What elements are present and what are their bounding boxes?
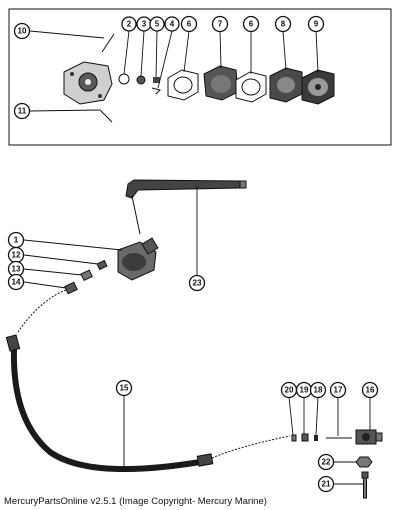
svg-text:15: 15	[120, 384, 129, 393]
svg-text:12: 12	[12, 251, 21, 260]
nut-part	[355, 456, 373, 468]
svg-text:20: 20	[285, 386, 294, 395]
callout-20: 20	[280, 381, 298, 399]
callout-14: 14	[7, 273, 25, 291]
callout-10: 10	[13, 22, 31, 40]
callout-18: 18	[309, 381, 327, 399]
svg-text:21: 21	[322, 480, 331, 489]
tube-part	[125, 179, 247, 235]
gasket-part	[167, 69, 199, 101]
fuel-line-2	[211, 435, 291, 459]
svg-text:6: 6	[249, 20, 254, 29]
callout-3: 3	[136, 16, 152, 32]
callout-15: 15	[115, 379, 133, 397]
pump-body-part	[117, 237, 159, 281]
svg-text:22: 22	[322, 458, 331, 467]
fitting-part-14	[64, 281, 78, 295]
hose-part	[10, 347, 201, 473]
callout-1: 1	[7, 231, 25, 249]
cover-part	[301, 69, 335, 105]
svg-text:5: 5	[155, 20, 160, 29]
fuel-line	[17, 289, 67, 333]
callout-22: 22	[317, 453, 335, 471]
svg-text:23: 23	[193, 279, 202, 288]
gasket-part-2	[235, 71, 267, 103]
svg-text:18: 18	[314, 386, 323, 395]
callout-6: 6	[180, 15, 198, 33]
screw-part-11	[99, 109, 113, 123]
callout-21: 21	[317, 475, 335, 493]
callout-7: 7	[211, 15, 229, 33]
svg-text:11: 11	[18, 107, 27, 116]
fitting-part-12	[96, 259, 108, 271]
svg-text:13: 13	[12, 265, 21, 274]
svg-text:3: 3	[142, 20, 147, 29]
svg-text:6: 6	[187, 20, 192, 29]
svg-text:10: 10	[18, 27, 27, 36]
diaphragm-part	[203, 65, 239, 101]
washer-part	[118, 73, 130, 85]
valve-body-part	[355, 429, 383, 445]
svg-text:7: 7	[218, 20, 223, 29]
bolt-part	[361, 471, 369, 499]
fitting-part-13	[80, 269, 93, 281]
svg-text:1: 1	[14, 236, 19, 245]
svg-text:4: 4	[170, 20, 175, 29]
callout-19: 19	[295, 381, 313, 399]
copyright-caption: MercuryPartsOnline v2.5.1 (Image Copyrig…	[4, 496, 267, 507]
screw-part-10	[101, 33, 115, 53]
svg-text:2: 2	[127, 20, 132, 29]
spring-part-19	[301, 433, 309, 442]
callout-6b: 6	[242, 15, 260, 33]
svg-text:8: 8	[281, 20, 286, 29]
callout-2: 2	[121, 16, 137, 32]
callout-5: 5	[149, 16, 165, 32]
callout-4: 4	[164, 16, 180, 32]
callout-23: 23	[188, 274, 206, 292]
hose-end-fitting-2	[196, 453, 214, 467]
callout-12: 12	[7, 246, 25, 264]
svg-text:9: 9	[314, 20, 319, 29]
callout-13: 13	[7, 260, 25, 278]
spring-part	[151, 87, 161, 95]
valve-part	[136, 75, 146, 85]
callout-17: 17	[329, 381, 347, 399]
callout-16: 16	[361, 381, 379, 399]
retainer-part	[153, 77, 160, 83]
pump-head-part	[63, 61, 113, 105]
callout-8: 8	[274, 15, 292, 33]
svg-text:14: 14	[12, 278, 21, 287]
leader-lines	[23, 30, 371, 485]
detail-box	[8, 8, 392, 146]
svg-text:16: 16	[366, 386, 375, 395]
diaphragm-part-2	[269, 67, 303, 103]
o-ring-part	[314, 435, 318, 441]
svg-text:17: 17	[334, 386, 343, 395]
hose-end-fitting	[5, 334, 21, 352]
callout-9: 9	[307, 15, 325, 33]
svg-text:19: 19	[300, 386, 309, 395]
callout-11: 11	[13, 102, 31, 120]
washer-part-20	[291, 434, 297, 442]
